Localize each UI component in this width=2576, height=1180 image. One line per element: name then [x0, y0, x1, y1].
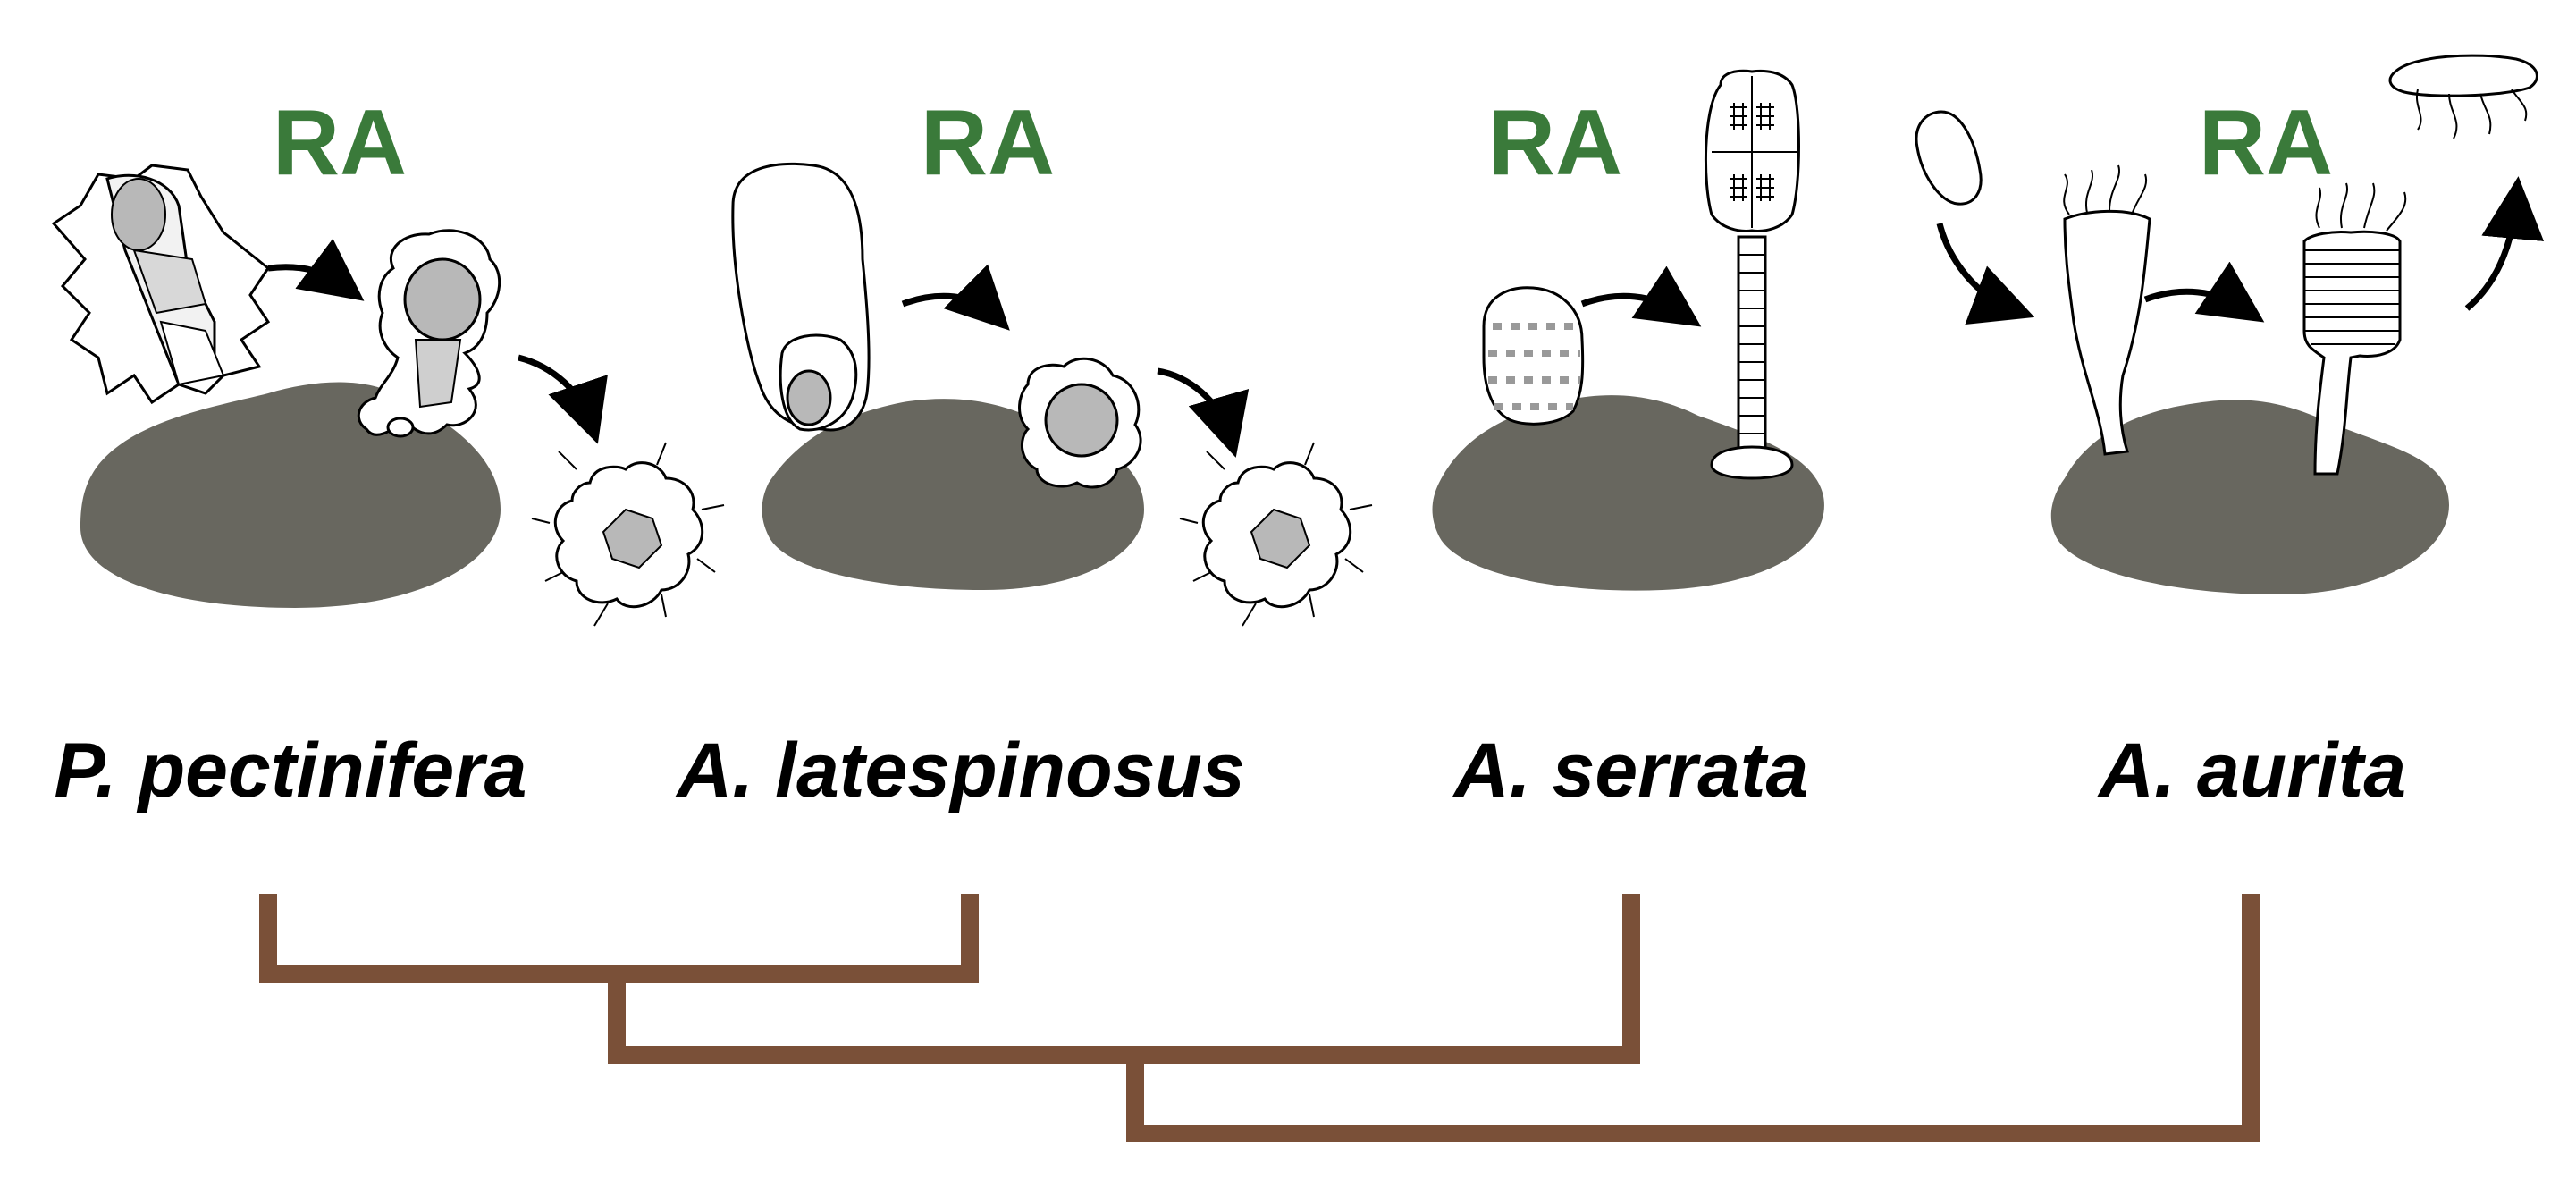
planula-larva-icon — [1482, 286, 1585, 426]
species-label-1: P. pectinifera — [54, 728, 527, 813]
species-label-4: A. aurita — [2098, 728, 2407, 813]
ra-label-4: RA — [2198, 91, 2334, 195]
panel-2-illustration — [731, 162, 1373, 627]
rock-1 — [80, 382, 501, 608]
ra-label-3: RA — [1487, 91, 1623, 195]
ra-label-1: RA — [272, 91, 408, 195]
panel-4-illustration — [1915, 54, 2545, 594]
settled-larva-icon — [357, 229, 501, 438]
panel-3-illustration — [1432, 69, 1824, 591]
tree-branch-asteroid-serrata — [608, 894, 1640, 1064]
strobila-icon — [2302, 182, 2407, 476]
arrow-4b — [2143, 261, 2265, 323]
brachiolaria-larva-icon — [51, 164, 271, 405]
species-label-3: A. serrata — [1453, 728, 1809, 813]
arrow-3a — [1580, 266, 1702, 327]
panel-1-illustration — [51, 164, 725, 627]
tree-branch-root-aurita — [1126, 894, 2260, 1142]
ra-label-2: RA — [920, 91, 1056, 195]
arrow-1a — [267, 238, 365, 301]
tree-branch-pectinifera-latespinosus — [259, 894, 979, 983]
polyp-icon — [2063, 164, 2151, 456]
arrow-1b — [518, 354, 608, 444]
juvenile-starfish-icon — [531, 442, 725, 627]
planula-icon — [1915, 110, 1983, 206]
brachiolaria-larva-icon — [731, 162, 871, 432]
phylogenetic-tree — [259, 894, 2260, 1142]
settled-larva-icon — [1018, 357, 1142, 489]
rock-4 — [2050, 400, 2449, 594]
ephyra-icon — [2388, 54, 2538, 139]
juvenile-starfish-icon — [1179, 442, 1373, 627]
rock-3 — [1432, 395, 1824, 591]
polyp-strobila-icon — [1704, 69, 1800, 480]
arrow-2a — [901, 264, 1010, 331]
species-label-2: A. latespinosus — [677, 728, 1245, 813]
arrow-4a — [1936, 223, 2035, 324]
arrow-2b — [1157, 367, 1250, 458]
arrow-4c — [2464, 176, 2545, 311]
